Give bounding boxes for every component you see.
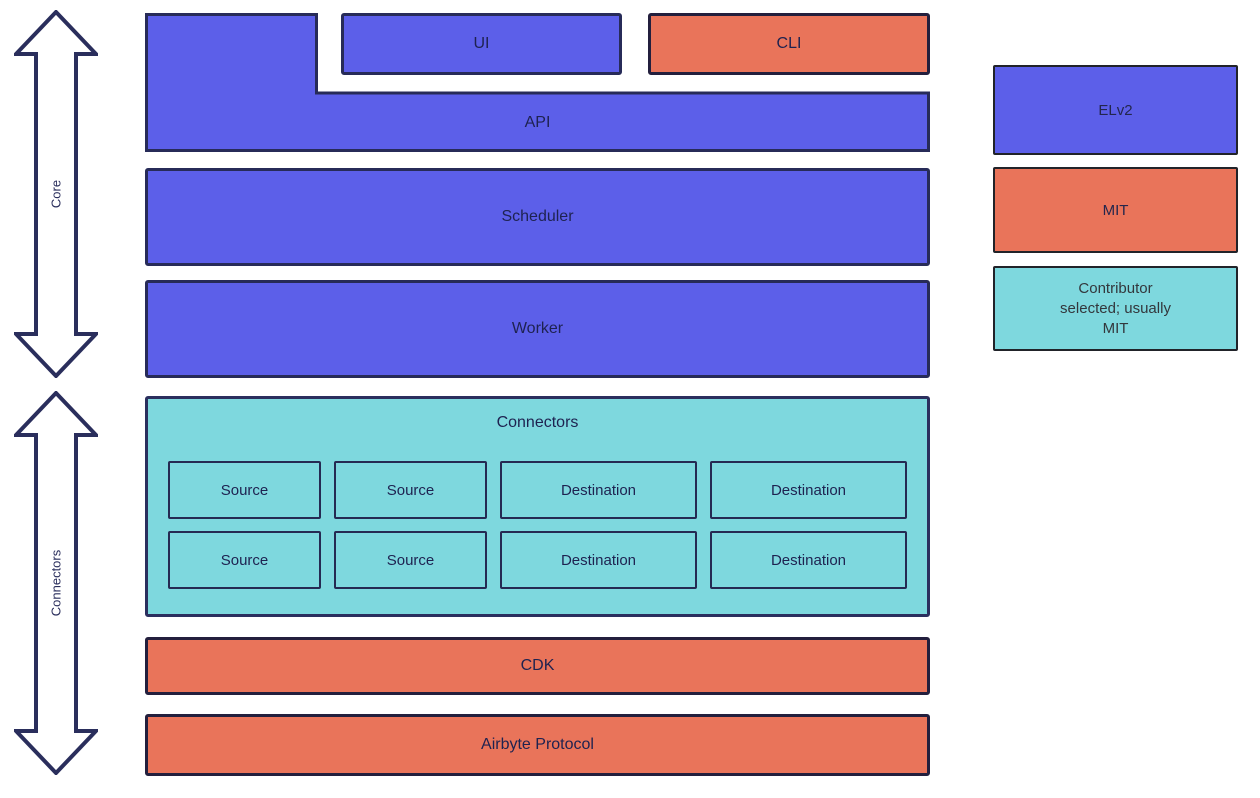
destination-box: Destination xyxy=(710,461,907,519)
destination-box: Destination xyxy=(710,531,907,589)
scheduler-box: Scheduler xyxy=(145,168,930,266)
cdk-box: CDK xyxy=(145,637,930,695)
cli-box: CLI xyxy=(648,13,930,75)
connectors-group: Connectors Source Source Destination Des… xyxy=(145,396,930,617)
worker-box: Worker xyxy=(145,280,930,378)
source-box: Source xyxy=(334,531,487,589)
connectors-grid: Source Source Destination Destination So… xyxy=(168,461,907,589)
legend-contributor-line: Contributor xyxy=(1078,279,1153,297)
api-label: API xyxy=(524,113,551,131)
legend-mit: MIT xyxy=(993,167,1238,253)
api-box: API xyxy=(145,13,930,152)
legend-contributor-text: Contributor selected; usually MIT xyxy=(1060,279,1171,339)
legend-elv2: ELv2 xyxy=(993,65,1238,155)
connectors-arrow-label: Connectors xyxy=(48,549,64,617)
legend-contributor: Contributor selected; usually MIT xyxy=(993,266,1238,351)
source-box: Source xyxy=(168,531,321,589)
source-box: Source xyxy=(334,461,487,519)
connectors-double-arrow-icon xyxy=(14,391,98,775)
core-arrow-label: Core xyxy=(48,179,64,209)
legend-contributor-line: selected; usually xyxy=(1060,299,1171,317)
connectors-row: Source Source Destination Destination xyxy=(168,461,907,519)
connectors-group-title: Connectors xyxy=(496,414,579,431)
destination-box: Destination xyxy=(500,461,697,519)
ui-box: UI xyxy=(341,13,622,75)
legend-contributor-line: MIT xyxy=(1102,319,1129,337)
airbyte-protocol-box: Airbyte Protocol xyxy=(145,714,930,776)
source-box: Source xyxy=(168,461,321,519)
destination-box: Destination xyxy=(500,531,697,589)
connectors-row: Source Source Destination Destination xyxy=(168,531,907,589)
api-lshape xyxy=(145,13,930,152)
core-double-arrow-icon xyxy=(14,10,98,378)
